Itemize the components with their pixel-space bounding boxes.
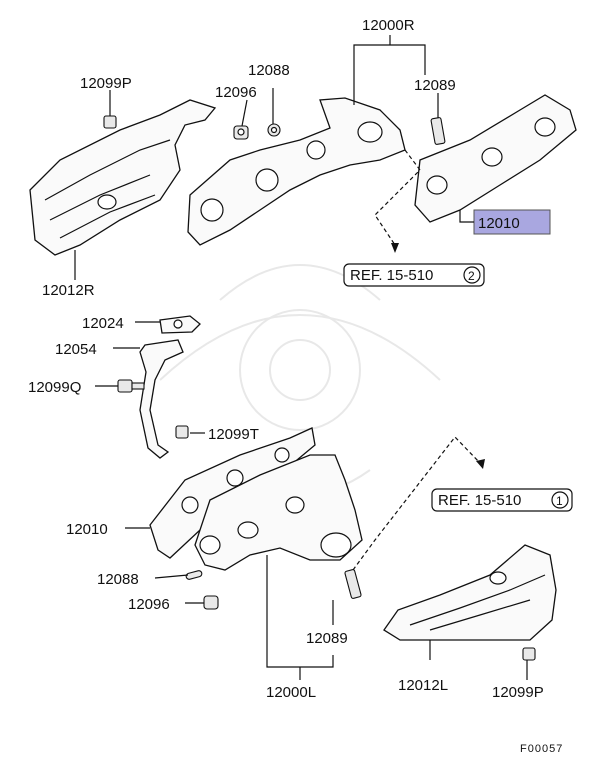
label-nut-top[interactable]: 12096 [215, 84, 257, 101]
figure-code: F00057 [520, 743, 563, 755]
stud-left[interactable] [344, 569, 362, 599]
manifold-gasket-right[interactable] [414, 94, 577, 223]
label-gasket-egr[interactable]: 12024 [82, 315, 124, 332]
label-bolt-egr-left[interactable]: 12099Q [28, 379, 81, 396]
arrow-head-upper [391, 243, 399, 253]
bolt-egr-left[interactable] [117, 379, 145, 393]
nut-left[interactable] [203, 595, 219, 610]
arrow-head-lower [476, 459, 485, 469]
label-bolt-bottom-right[interactable]: 12099P [492, 684, 544, 701]
label-heat-protector-right[interactable]: 12012R [42, 282, 95, 299]
ref-lower-num: 1 [556, 494, 563, 508]
label-gasket-left[interactable]: 12088 [97, 571, 139, 588]
manifold-left[interactable] [194, 454, 363, 571]
label-heat-protector-left[interactable]: 12012L [398, 677, 448, 694]
ref-lower-text: REF. 15-510 [438, 492, 521, 509]
label-manifold-gasket-left[interactable]: 12010 [66, 521, 108, 538]
label-manifold-gasket-right[interactable]: 12010 [478, 215, 520, 232]
label-bolt-egr-right[interactable]: 12099T [208, 426, 259, 443]
label-bolt-top-left[interactable]: 12099P [80, 75, 132, 92]
bolt-egr-right[interactable] [175, 425, 189, 439]
label-gasket-top[interactable]: 12088 [248, 62, 290, 79]
heat-protector-left[interactable] [383, 544, 557, 641]
ref-box-lower[interactable]: REF. 15-510 1 [431, 488, 573, 512]
highlight-box [473, 209, 551, 235]
label-stud-top[interactable]: 12089 [414, 77, 456, 94]
gasket-top[interactable] [267, 123, 281, 137]
heat-protector-right[interactable] [29, 99, 217, 256]
bolt-top-left[interactable] [103, 115, 117, 129]
label-stud-left[interactable]: 12089 [306, 630, 348, 647]
label-manifold-left[interactable]: 12000L [266, 684, 316, 701]
nut-top[interactable] [233, 125, 249, 140]
manifold-right[interactable] [187, 97, 406, 246]
bolt-bottom-right[interactable] [522, 647, 536, 661]
label-nut-left[interactable]: 12096 [128, 596, 170, 613]
ref-box-upper[interactable]: REF. 15-510 2 [343, 263, 485, 287]
stud-top[interactable] [430, 117, 446, 145]
label-manifold-right[interactable]: 12000R [362, 17, 415, 34]
ref-upper-num: 2 [468, 269, 475, 283]
leader-lines-lower [125, 436, 528, 680]
gasket-egr[interactable] [159, 315, 201, 334]
egr-pipe[interactable] [139, 339, 184, 459]
leader-lines-mid [95, 321, 205, 434]
leader-lines-upper [74, 35, 474, 280]
gasket-left[interactable] [185, 570, 203, 580]
ref-upper-text: REF. 15-510 [350, 267, 433, 284]
label-egr-pipe[interactable]: 12054 [55, 341, 97, 358]
